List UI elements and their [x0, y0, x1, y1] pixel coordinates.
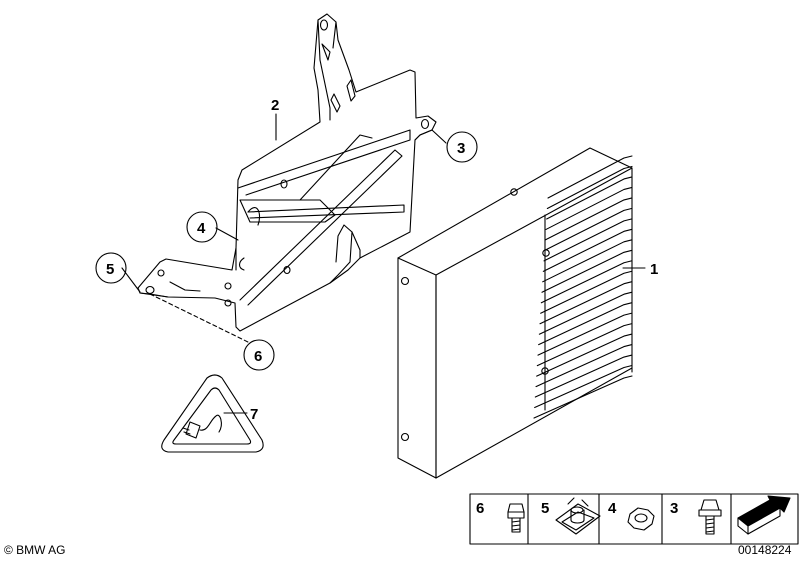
- heat-sink-fin: [544, 207, 633, 251]
- bolt-icon: [507, 503, 525, 533]
- legend-number-6: 6: [476, 500, 484, 517]
- heat-sink-fin: [539, 281, 633, 325]
- callout-5: 5: [106, 261, 114, 278]
- bracket-part-2: [137, 13, 437, 332]
- arrow-icon: [737, 495, 791, 535]
- heat-sink-fin: [533, 375, 633, 419]
- heat-sink-fins: [533, 155, 633, 419]
- heat-sink-fin: [534, 364, 633, 409]
- heat-sink-fin: [536, 323, 633, 367]
- heat-sink-fin: [534, 354, 633, 398]
- heat-sink-fin: [546, 176, 633, 220]
- copyright-text: © BMW AG: [4, 543, 66, 557]
- legend-number-3: 3: [670, 500, 678, 517]
- heat-sink-fin: [536, 333, 633, 377]
- heat-sink-fin: [542, 239, 633, 283]
- callout-labels: 2 3 4 5 6 1 7: [106, 97, 658, 423]
- heat-sink-fin: [538, 302, 633, 346]
- heat-sink-fin: [538, 291, 633, 335]
- heat-sink-fin: [547, 155, 633, 199]
- heat-sink-fin: [540, 270, 633, 314]
- heat-sink-fin: [545, 186, 633, 230]
- drawing-number: 00148224: [738, 543, 792, 557]
- heat-sink-fin: [546, 165, 633, 210]
- callout-2: 2: [271, 97, 279, 114]
- callout-3: 3: [457, 140, 465, 157]
- callout-6: 6: [254, 348, 262, 365]
- callout-1: 1: [650, 261, 658, 278]
- heat-sink-fin: [535, 344, 633, 388]
- leader-lines: [121, 113, 646, 414]
- warning-label-part-7: [161, 374, 264, 453]
- heat-sink-fin: [537, 312, 633, 356]
- amplifier-unit-part-1: [397, 147, 633, 479]
- legend-number-5: 5: [541, 500, 549, 517]
- legend-number-4: 4: [608, 500, 617, 517]
- heat-sink-fin: [541, 249, 633, 293]
- parts-legend: [469, 493, 799, 545]
- legend-frame: [469, 493, 799, 545]
- callout-7: 7: [250, 406, 258, 423]
- plug-icon: [182, 414, 222, 439]
- callout-4: 4: [197, 220, 206, 237]
- bolt-icon: [698, 499, 722, 535]
- heat-sink-fin: [544, 197, 633, 241]
- heat-sink-fin: [540, 260, 633, 304]
- heat-sink-fin: [543, 218, 633, 262]
- heat-sink-fin: [542, 228, 633, 272]
- hex-nut-icon: [627, 507, 655, 531]
- callout-circles: [95, 131, 478, 371]
- legend-labels: 6 5 4 3: [476, 500, 678, 517]
- clip-nut-icon: [555, 497, 601, 535]
